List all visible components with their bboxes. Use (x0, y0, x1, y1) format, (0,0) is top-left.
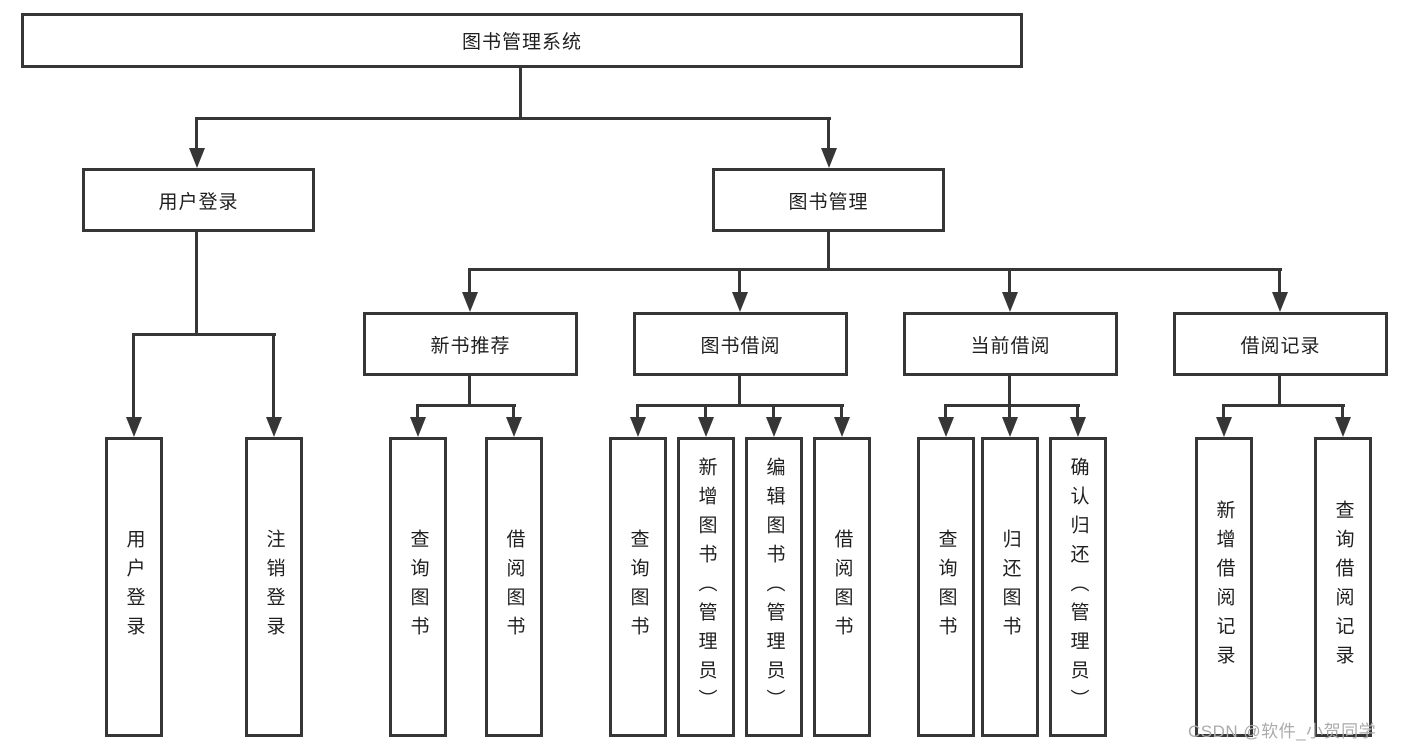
node-query-book-2-label: 查询图书 (627, 529, 649, 645)
connector-drop-current-borrow (1008, 268, 1011, 294)
connector-borrow-record-hbar (1222, 404, 1345, 407)
connector-drop-borrow-record (1278, 268, 1281, 294)
node-query-book-2: 查询图书 (609, 437, 667, 737)
connector-root-stub (519, 68, 522, 120)
arrowhead-user-login-leaf (126, 417, 142, 437)
node-add-book: 新增图书（管理员） (677, 437, 735, 737)
arrowhead-current-borrow (1002, 292, 1018, 312)
connector-drop-confirm-return (1076, 404, 1079, 419)
node-confirm-return-label: 确认归还（管理员） (1067, 456, 1089, 718)
node-logout-label: 注销登录 (263, 529, 285, 645)
node-user-login: 用户登录 (82, 168, 315, 232)
arrowhead-borrow-record (1272, 292, 1288, 312)
connector-book-mgmt-hbar (468, 268, 1282, 271)
connector-new-book-stub (468, 376, 471, 407)
connector-user-login-stub (195, 232, 198, 336)
node-book-mgmt-label: 图书管理 (788, 191, 869, 213)
node-borrow-book-1: 借阅图书 (485, 437, 543, 737)
csdn-watermark: CSDN @软件_小贺同学 (1188, 722, 1377, 741)
node-book-borrow: 图书借阅 (633, 312, 848, 376)
node-book-borrow-label: 图书借阅 (700, 335, 781, 357)
node-library-system: 图书管理系统 (21, 13, 1023, 68)
arrowhead-confirm-return (1070, 417, 1086, 437)
connector-drop-query-record (1341, 404, 1344, 419)
node-edit-book: 编辑图书（管理员） (745, 437, 803, 737)
connector-drop-borrow-book-2 (840, 404, 843, 419)
arrowhead-query-record (1335, 417, 1351, 437)
node-logout: 注销登录 (245, 437, 303, 737)
connector-book-borrow-stub (738, 376, 741, 407)
connector-borrow-record-stub (1278, 376, 1281, 407)
node-borrow-record: 借阅记录 (1173, 312, 1388, 376)
connector-drop-new-book (468, 268, 471, 294)
node-book-mgmt: 图书管理 (712, 168, 945, 232)
node-query-book-3-label: 查询图书 (935, 529, 957, 645)
connector-drop-add-record (1222, 404, 1225, 419)
node-query-book-3: 查询图书 (917, 437, 975, 737)
connector-drop-query-book-3 (944, 404, 947, 419)
node-add-book-label: 新增图书（管理员） (695, 456, 717, 718)
arrowhead-user-login (189, 148, 205, 168)
connector-book-borrow-hbar (636, 404, 844, 407)
node-query-borrow-record: 查询借阅记录 (1314, 437, 1372, 737)
arrowhead-logout (266, 417, 282, 437)
node-return-book: 归还图书 (981, 437, 1039, 737)
connector-drop-book-mgmt (827, 117, 830, 150)
node-user-login-leaf: 用户登录 (105, 437, 163, 737)
connector-drop-return-book (1008, 404, 1011, 419)
node-current-borrow: 当前借阅 (903, 312, 1118, 376)
connector-new-book-hbar (416, 404, 516, 407)
connector-drop-borrow-book-1 (512, 404, 515, 419)
node-add-borrow-record: 新增借阅记录 (1195, 437, 1253, 737)
arrowhead-add-record (1216, 417, 1232, 437)
node-query-book-1-label: 查询图书 (407, 529, 429, 645)
arrowhead-query-book-2 (630, 417, 646, 437)
arrowhead-add-book (698, 417, 714, 437)
arrowhead-edit-book (766, 417, 782, 437)
connector-user-login-hbar (132, 333, 276, 336)
node-return-book-label: 归还图书 (999, 529, 1021, 645)
connector-drop-book-borrow (738, 268, 741, 294)
node-new-book: 新书推荐 (363, 312, 578, 376)
connector-current-borrow-hbar (944, 404, 1080, 407)
node-borrow-book-1-label: 借阅图书 (503, 529, 525, 645)
node-user-login-label: 用户登录 (158, 191, 239, 213)
arrowhead-query-book-3 (938, 417, 954, 437)
connector-current-borrow-stub (1008, 376, 1011, 407)
connector-drop-add-book (704, 404, 707, 419)
node-new-book-label: 新书推荐 (430, 335, 511, 357)
arrowhead-new-book (462, 292, 478, 312)
arrowhead-book-mgmt (821, 148, 837, 168)
node-borrow-book-2-label: 借阅图书 (831, 529, 853, 645)
connector-drop-user-login-leaf (132, 333, 135, 419)
connector-drop-query-book-2 (636, 404, 639, 419)
arrowhead-query-book-1 (410, 417, 426, 437)
node-library-system-label: 图书管理系统 (461, 32, 582, 53)
arrowhead-book-borrow (732, 292, 748, 312)
node-confirm-return: 确认归还（管理员） (1049, 437, 1107, 737)
node-borrow-book-2: 借阅图书 (813, 437, 871, 737)
connector-drop-user-login (195, 117, 198, 150)
node-query-book-1: 查询图书 (389, 437, 447, 737)
connector-book-mgmt-stub (827, 232, 830, 270)
node-user-login-leaf-label: 用户登录 (123, 529, 145, 645)
node-query-borrow-record-label: 查询借阅记录 (1332, 500, 1354, 674)
arrowhead-borrow-book-1 (506, 417, 522, 437)
arrowhead-borrow-book-2 (834, 417, 850, 437)
node-current-borrow-label: 当前借阅 (970, 335, 1051, 357)
node-borrow-record-label: 借阅记录 (1240, 335, 1321, 357)
connector-drop-logout (272, 333, 275, 419)
arrowhead-return-book (1002, 417, 1018, 437)
node-add-borrow-record-label: 新增借阅记录 (1213, 500, 1235, 674)
connector-root-hbar (196, 117, 831, 120)
connector-drop-query-book-1 (416, 404, 419, 419)
node-edit-book-label: 编辑图书（管理员） (763, 456, 785, 718)
connector-drop-edit-book (772, 404, 775, 419)
